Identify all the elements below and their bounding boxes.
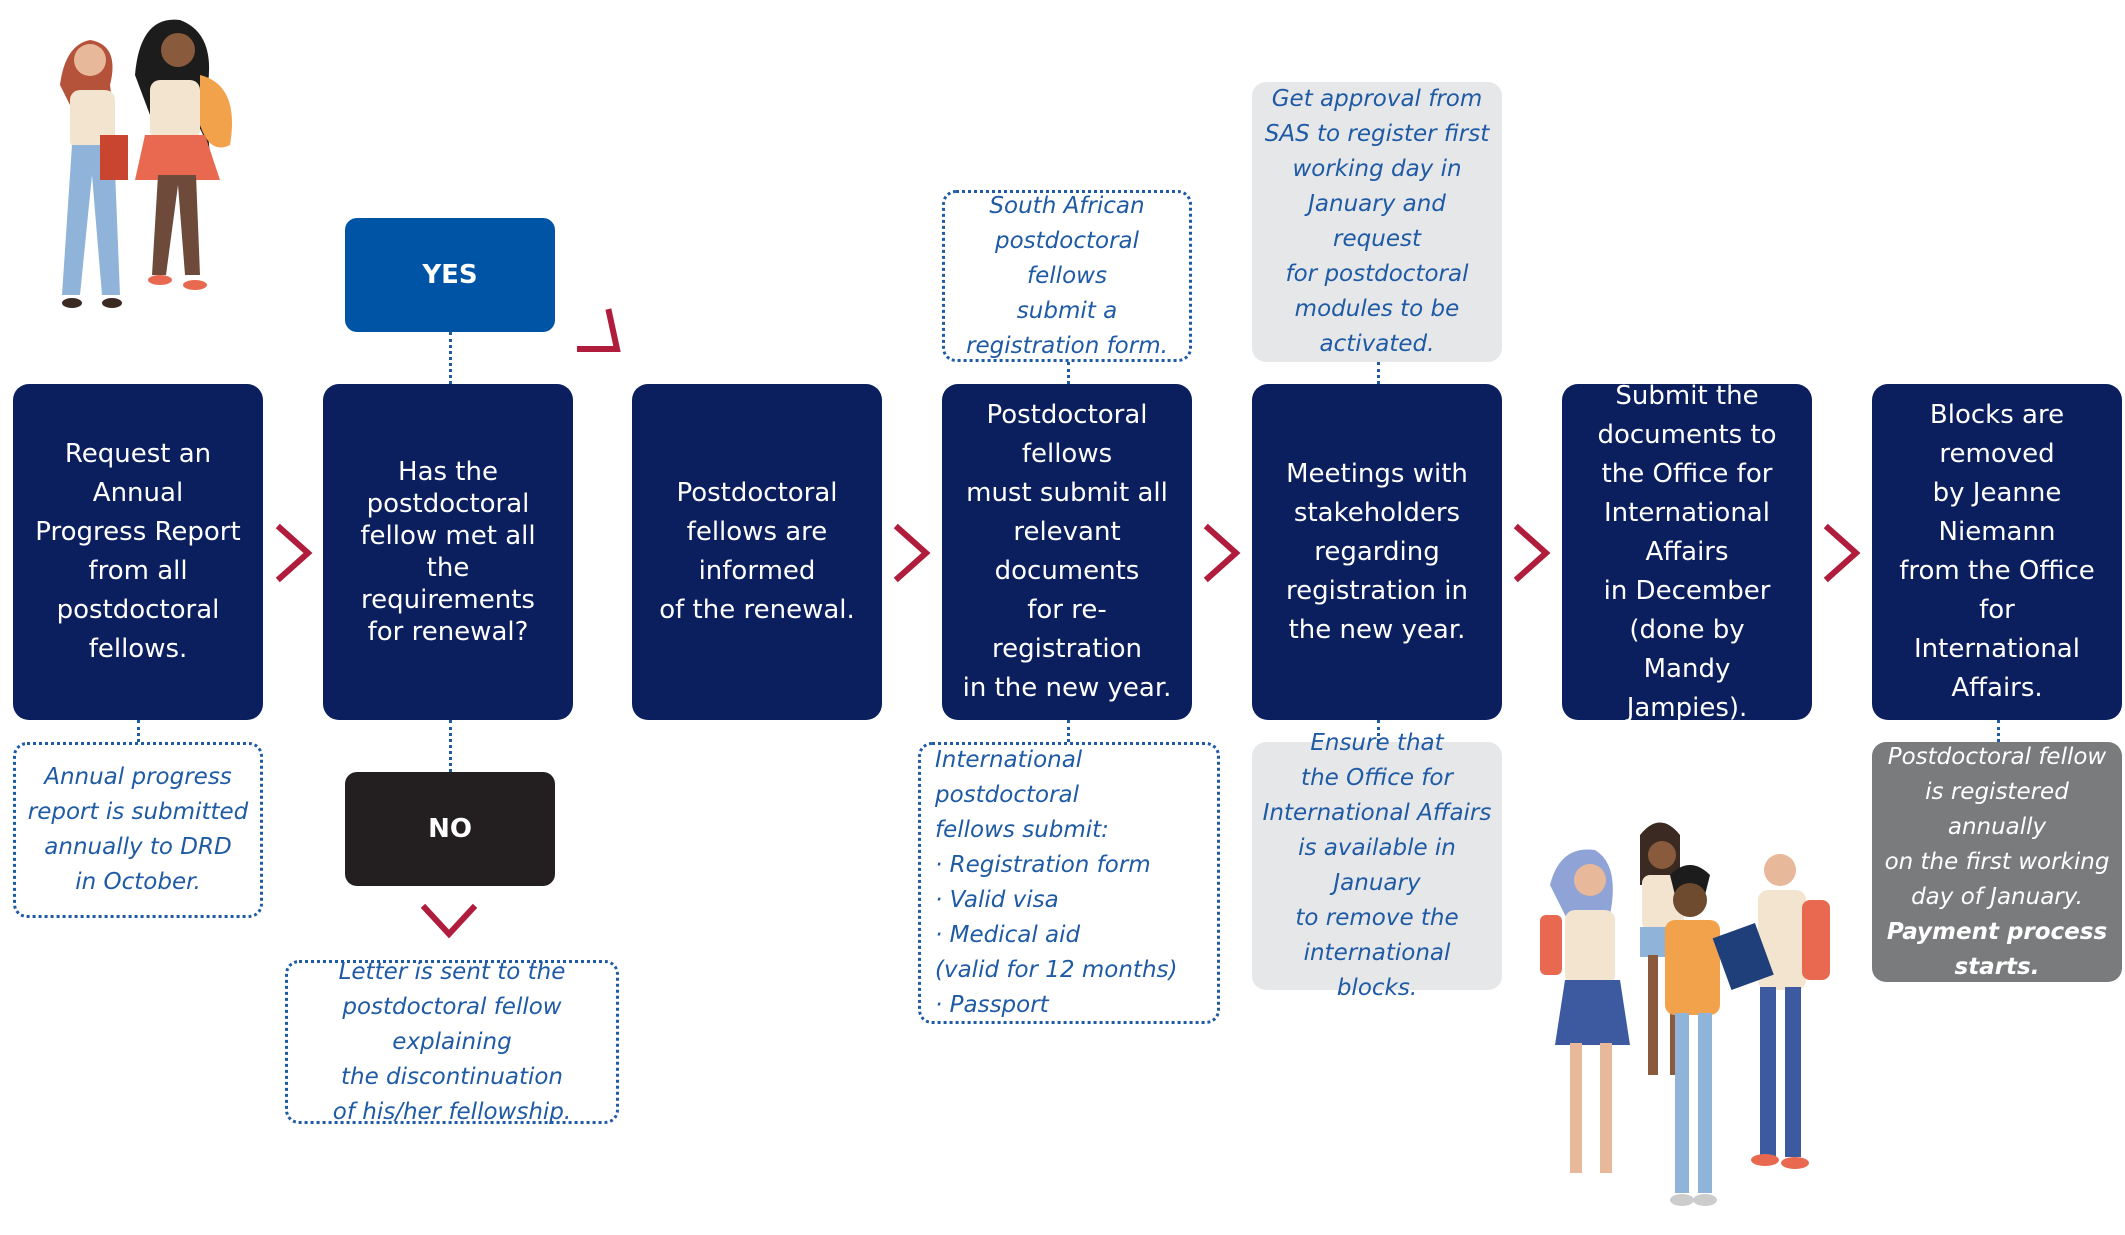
chevron-right-icon	[1203, 523, 1241, 583]
step-submit-documents: Postdoctoral fellows must submit all rel…	[942, 384, 1192, 720]
students-illustration-bottom	[1540, 822, 1830, 1206]
connector-sa-note	[1067, 362, 1070, 384]
list-item: · Medical aid (valid for 12 months)	[935, 922, 1178, 983]
step-stakeholder-meetings: Meetings with stakeholders regarding reg…	[1252, 384, 1502, 720]
step-request-report: Request an Annual Progress Report from a…	[13, 384, 263, 720]
note-south-african: South African postdoctoral fellows submi…	[942, 190, 1192, 362]
no-box: NO	[345, 772, 555, 886]
note-sas-approval: Get approval from SAS to register first …	[1252, 82, 1502, 362]
note-registered-annually: Postdoctoral fellow is registered annual…	[1872, 742, 2122, 982]
connector-sas-note	[1377, 362, 1380, 384]
chevron-right-icon	[893, 523, 931, 583]
list-item: · Valid visa	[935, 887, 1059, 913]
step-submit-office: Submit the documents to the Office for I…	[1562, 381, 1812, 723]
list-item: · Registration form	[935, 852, 1151, 878]
note-international-documents: International postdoctoral fellows submi…	[918, 742, 1220, 1024]
step-informed-renewal: Postdoctoral fellows are informed of the…	[632, 384, 882, 720]
chevron-right-icon	[1513, 523, 1551, 583]
step-requirements-decision: Has the postdoctoral fellow met all the …	[323, 384, 573, 720]
connector-ensure-note	[1377, 720, 1380, 742]
list-item: · Passport	[935, 992, 1049, 1018]
note-letter-discontinuation: Letter is sent to the postdoctoral fello…	[285, 959, 619, 1125]
step-blocks-removed: Blocks are removed by Jeanne Niemann fro…	[1872, 384, 2122, 720]
payment-text: Payment process starts.	[1886, 918, 2108, 980]
international-title: International postdoctoral fellows submi…	[935, 747, 1109, 843]
chevron-right-icon	[275, 523, 313, 583]
chevron-right-icon	[1823, 523, 1861, 583]
connector-registered-note	[1997, 720, 2000, 742]
connector-yes	[449, 332, 452, 384]
note-ensure-office: Ensure that the Office for International…	[1252, 730, 1502, 1001]
note-annual-report: Annual progress report is submitted annu…	[13, 742, 263, 918]
students-illustration-top	[60, 19, 232, 308]
chevron-down-icon	[420, 903, 478, 939]
connector-annual-note	[137, 720, 140, 742]
corner-arrow-icon	[577, 308, 621, 352]
registered-text: Postdoctoral fellow is registered annual…	[1884, 743, 2110, 910]
yes-box: YES	[345, 218, 555, 332]
connector-intl-note	[1067, 720, 1070, 742]
connector-no	[449, 720, 452, 772]
